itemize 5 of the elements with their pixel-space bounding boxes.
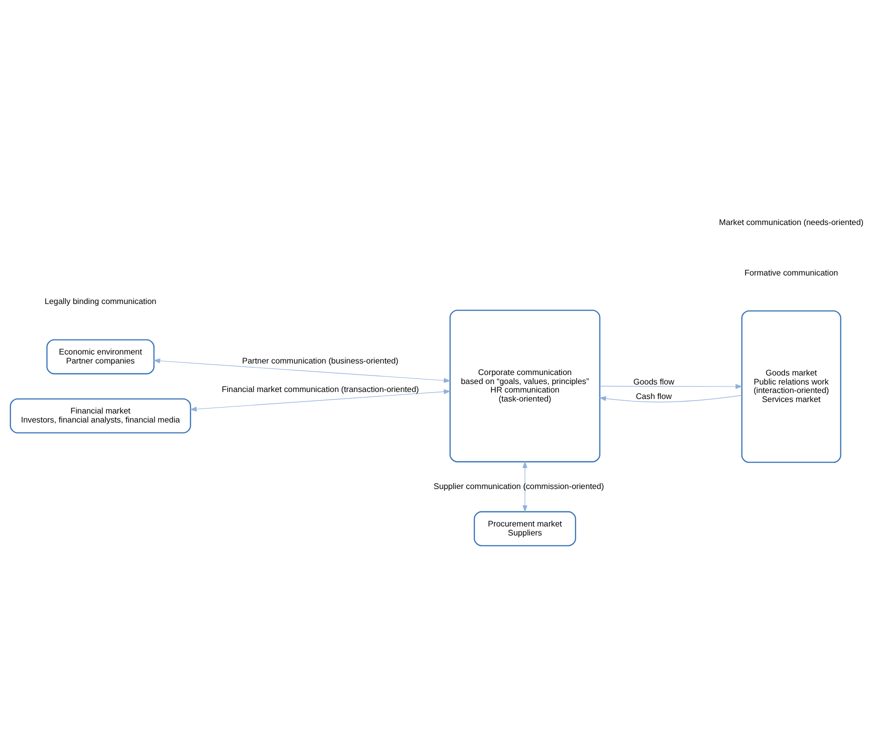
arrow	[600, 384, 743, 389]
arrow	[522, 460, 528, 512]
arrow	[153, 358, 451, 383]
arrow	[598, 395, 742, 402]
arrow	[190, 389, 451, 412]
